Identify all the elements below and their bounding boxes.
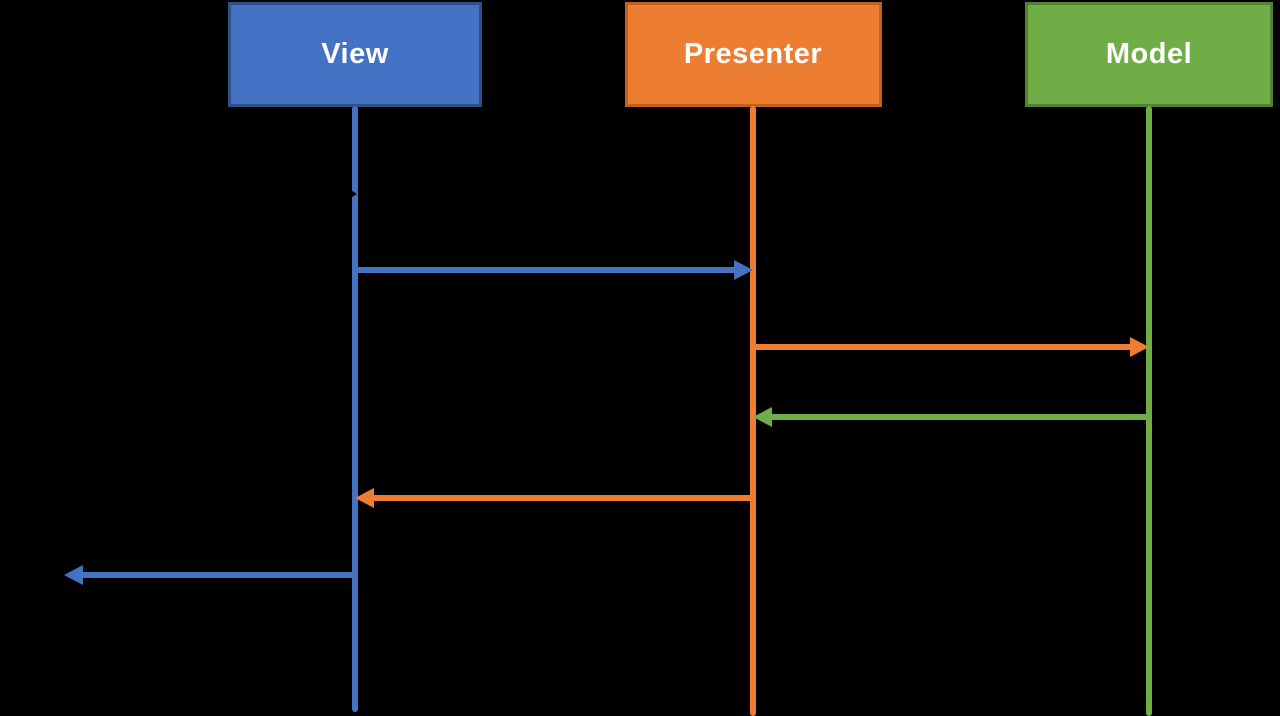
actor-box-model: Model xyxy=(1025,2,1273,107)
message-arrow-presenter-to-view-shaft xyxy=(374,495,756,501)
message-arrow-view-to-offscreen-left-shaft xyxy=(83,572,358,578)
actor-box-presenter: Presenter xyxy=(624,2,882,107)
actor-label-presenter: Presenter xyxy=(683,38,823,70)
actor-box-view: View xyxy=(228,2,482,107)
lifeline-model xyxy=(1146,106,1152,716)
actor-label-view: View xyxy=(321,38,389,70)
message-arrow-view-to-offscreen-left-arrowhead-icon xyxy=(64,565,83,585)
actor-label-model: Model xyxy=(1105,38,1193,70)
message-arrow-model-to-presenter-arrowhead-icon xyxy=(753,407,772,427)
message-arrow-presenter-to-model-shaft xyxy=(750,344,1130,350)
message-arrow-presenter-to-view-arrowhead-icon xyxy=(355,488,374,508)
message-arrow-presenter-to-model-arrowhead-icon xyxy=(1130,337,1149,357)
message-arrow-view-to-presenter-arrowhead-icon xyxy=(734,260,753,280)
lifeline-gap-notch-view xyxy=(346,187,357,201)
lifeline-view xyxy=(352,106,358,712)
message-arrow-view-to-presenter-shaft xyxy=(352,267,734,273)
message-arrow-model-to-presenter-shaft xyxy=(772,414,1152,420)
